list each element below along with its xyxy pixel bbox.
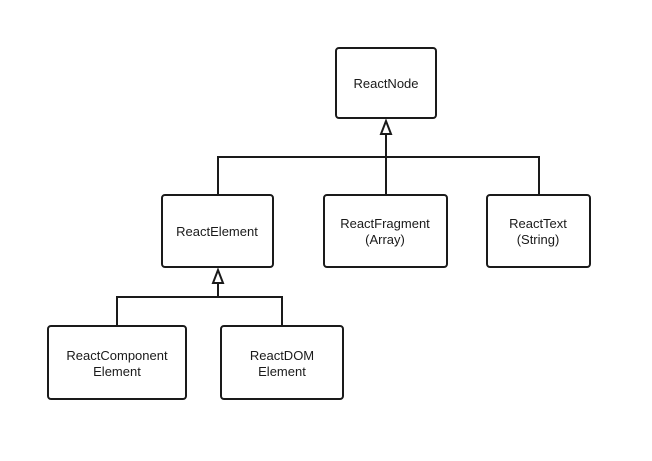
node-react-node: ReactNode [335,47,437,119]
node-react-element: ReactElement [161,194,274,268]
node-label: (String) [517,232,560,247]
connector-line-react-component-element [116,296,218,326]
node-label: ReactElement [176,224,258,239]
inheritance-arrow-icon [379,118,393,135]
node-label: ReactFragment [340,216,430,231]
inheritance-arrow-icon [211,267,225,284]
node-label: ReactText [509,216,567,231]
node-label: ReactDOM [250,348,314,363]
node-label: ReactComponent [66,348,168,363]
node-react-component-element: ReactComponent Element [47,325,187,400]
node-label: Element [93,364,141,379]
node-label: Element [258,364,306,379]
connector-line-react-dom-element [218,296,283,326]
node-label: ReactNode [353,76,418,91]
connector-line-react-text [386,156,540,195]
node-react-text: ReactText (String) [486,194,591,268]
node-react-fragment: ReactFragment (Array) [323,194,448,268]
connector-react-node-children [217,118,540,195]
node-react-dom-element: ReactDOM Element [220,325,344,400]
connector-react-element-children [116,267,283,326]
node-label: (Array) [365,232,405,247]
connector-line-react-element [217,156,386,195]
